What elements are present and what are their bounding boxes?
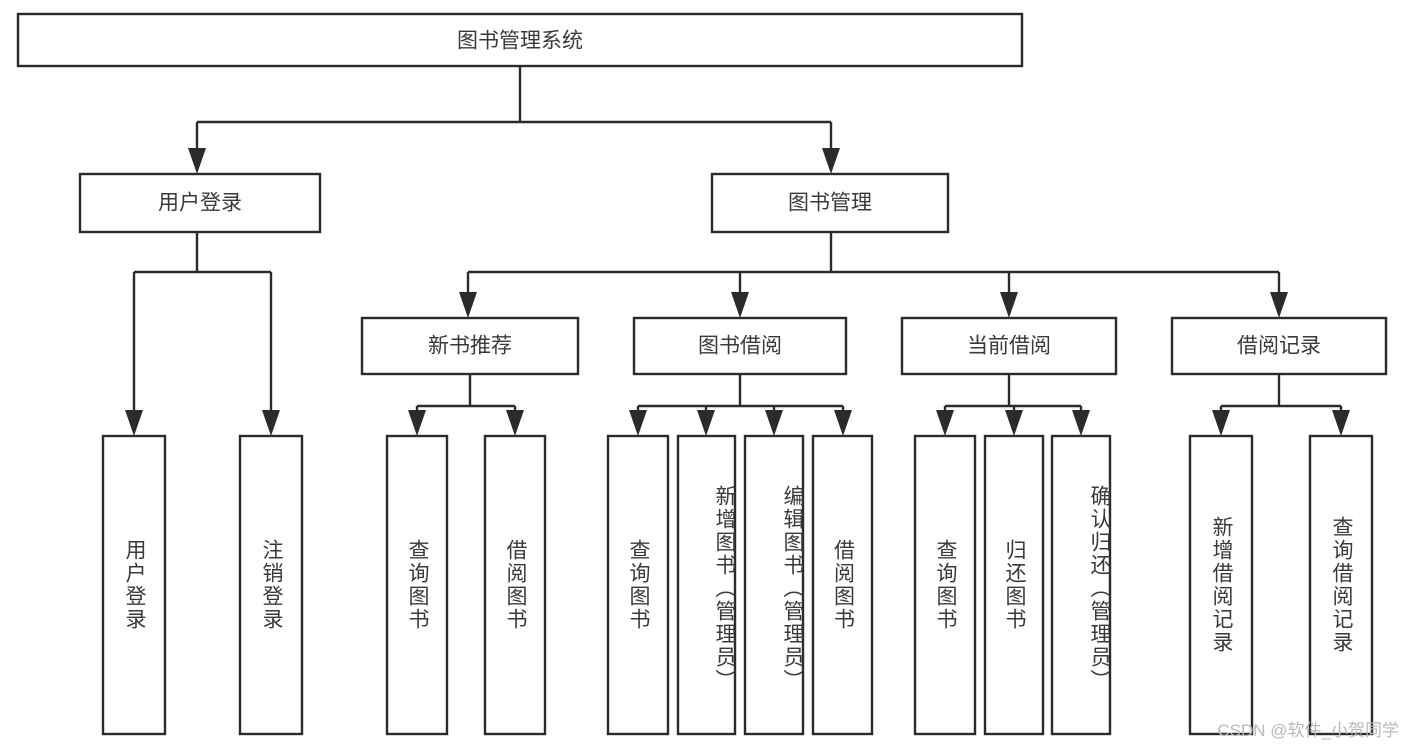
arrowhead-current-borrow [1000, 292, 1018, 318]
arrowhead-book-mgmt [822, 148, 840, 174]
node-borrow-record-box[interactable] [1170, 316, 1388, 376]
arrowhead-user-login [188, 148, 206, 174]
node-book-management-box[interactable] [710, 172, 950, 234]
arrowhead-new-book-rec [459, 292, 477, 318]
arrowhead-leaf-borrow-book-1 [506, 410, 524, 436]
node-current-borrow[interactable]: 当前借阅 [900, 316, 1118, 376]
node-root-box[interactable] [16, 12, 1024, 68]
node-book-borrow[interactable]: 图书借阅 [632, 316, 848, 376]
arrowhead-leaf-query-book-1 [408, 410, 426, 436]
leaf-box-borrow-book-1[interactable] [483, 434, 547, 736]
leaf-box-return-book[interactable] [983, 434, 1045, 736]
node-book-borrow-box[interactable] [632, 316, 848, 376]
node-book-management[interactable]: 图书管理 [710, 172, 950, 234]
arrowhead-book-borrow [731, 292, 749, 318]
arrowhead-leaf-query-record [1332, 410, 1350, 436]
leaf-box-edit-book[interactable] [743, 434, 805, 736]
node-root[interactable]: 图书管理系统 [16, 12, 1024, 68]
arrowhead-leaf-query-book-3 [936, 410, 954, 436]
leaf-box-layer [101, 434, 1374, 736]
node-current-borrow-label: 当前借阅 [967, 335, 1051, 358]
node-root-label: 图书管理系统 [457, 30, 583, 53]
leaf-box-query-record[interactable] [1308, 434, 1374, 736]
leaf-box-add-book[interactable] [676, 434, 737, 736]
leaf-box-query-book-1[interactable] [385, 434, 449, 736]
leaf-box-query-book-3[interactable] [913, 434, 977, 736]
csdn-watermark: CSDN @软件_小贺同学 [1217, 721, 1399, 740]
node-new-book-recommend[interactable]: 新书推荐 [360, 316, 580, 376]
node-user-login-box[interactable] [78, 172, 322, 234]
node-borrow-record[interactable]: 借阅记录 [1170, 316, 1388, 376]
node-user-login[interactable]: 用户登录 [78, 172, 322, 234]
leaf-box-user-login[interactable] [101, 434, 167, 736]
arrowhead-leaf-edit-book [765, 410, 783, 436]
arrowhead-leaf-add-record [1212, 410, 1230, 436]
arrowhead-leaf-borrow-book-2 [834, 410, 852, 436]
arrowhead-leaf-user-login [125, 410, 143, 436]
node-new-book-recommend-box[interactable] [360, 316, 580, 376]
connector-layer [125, 66, 1350, 436]
node-user-login-label: 用户登录 [158, 192, 242, 215]
leaf-box-query-book-2[interactable] [606, 434, 670, 736]
node-book-borrow-label: 图书借阅 [698, 335, 782, 358]
leaf-box-logout[interactable] [238, 434, 304, 736]
arrowhead-leaf-query-book-2 [629, 410, 647, 436]
leaf-box-borrow-book-2[interactable] [811, 434, 874, 736]
arrowhead-leaf-add-book [697, 410, 715, 436]
arrowhead-leaf-logout [262, 410, 280, 436]
node-book-management-label: 图书管理 [788, 192, 872, 215]
node-new-book-recommend-label: 新书推荐 [428, 335, 512, 358]
arrowhead-leaf-confirm-return [1072, 410, 1090, 436]
arrowhead-leaf-return-book [1005, 410, 1023, 436]
leaf-box-confirm-return[interactable] [1050, 434, 1112, 736]
node-borrow-record-label: 借阅记录 [1237, 335, 1321, 358]
arrowhead-borrow-record [1270, 292, 1288, 318]
node-current-borrow-box[interactable] [900, 316, 1118, 376]
leaf-box-add-record[interactable] [1188, 434, 1254, 736]
